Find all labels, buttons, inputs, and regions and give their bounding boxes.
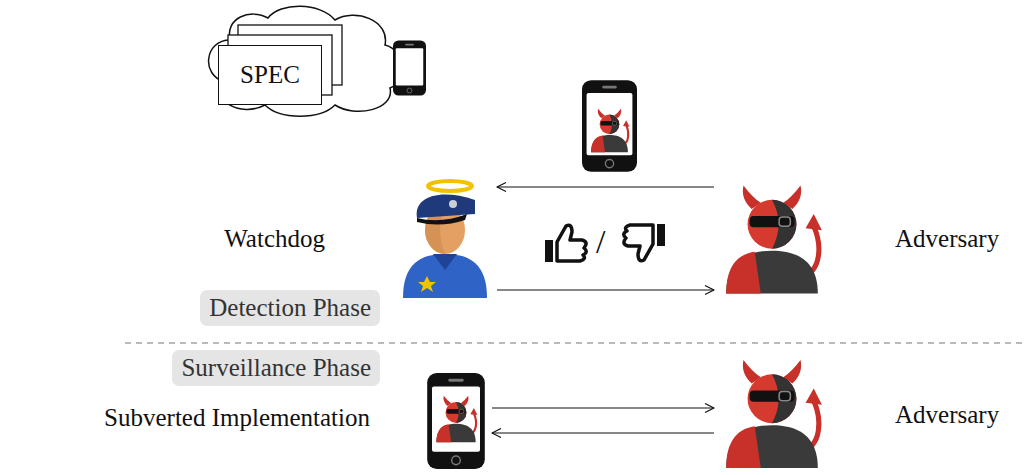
node-label: Surveillance Phase — [181, 353, 371, 383]
node-label: Subverted Implementation — [104, 403, 370, 433]
thumbs-up-icon — [545, 225, 586, 262]
node-label: SPEC — [240, 60, 300, 90]
adversary-node: Adversary — [716, 180, 1020, 298]
message-arrow — [497, 286, 714, 295]
message-arrow — [497, 183, 714, 192]
phase-divider — [125, 342, 1025, 343]
node-label: Detection Phase — [209, 293, 371, 323]
node-label: Watchdog — [224, 224, 325, 254]
message-arrow — [492, 404, 714, 413]
subverted-implementation-node: Subverted Implementation — [5, 373, 490, 469]
watchdog-node: Watchdog — [225, 178, 495, 298]
adversary-figure — [726, 186, 822, 294]
watchdog-figure — [403, 181, 487, 298]
phone-icon — [393, 41, 426, 96]
separator-slash: / — [596, 223, 605, 260]
cloud — [209, 6, 403, 116]
phase-label: Surveillance Phase — [172, 350, 380, 386]
node-label: Adversary — [895, 400, 999, 430]
adversary-node: Adversary — [716, 358, 1020, 470]
node-label: Adversary — [895, 224, 999, 254]
subverted-phone-icon — [427, 373, 485, 469]
spec-document: SPEC — [218, 45, 322, 105]
subverted-phone-icon — [582, 80, 637, 172]
thumbs-down-icon — [624, 224, 665, 261]
adversary-figure — [726, 360, 822, 468]
message-arrow — [492, 429, 714, 438]
phase-label: Detection Phase — [200, 290, 380, 326]
